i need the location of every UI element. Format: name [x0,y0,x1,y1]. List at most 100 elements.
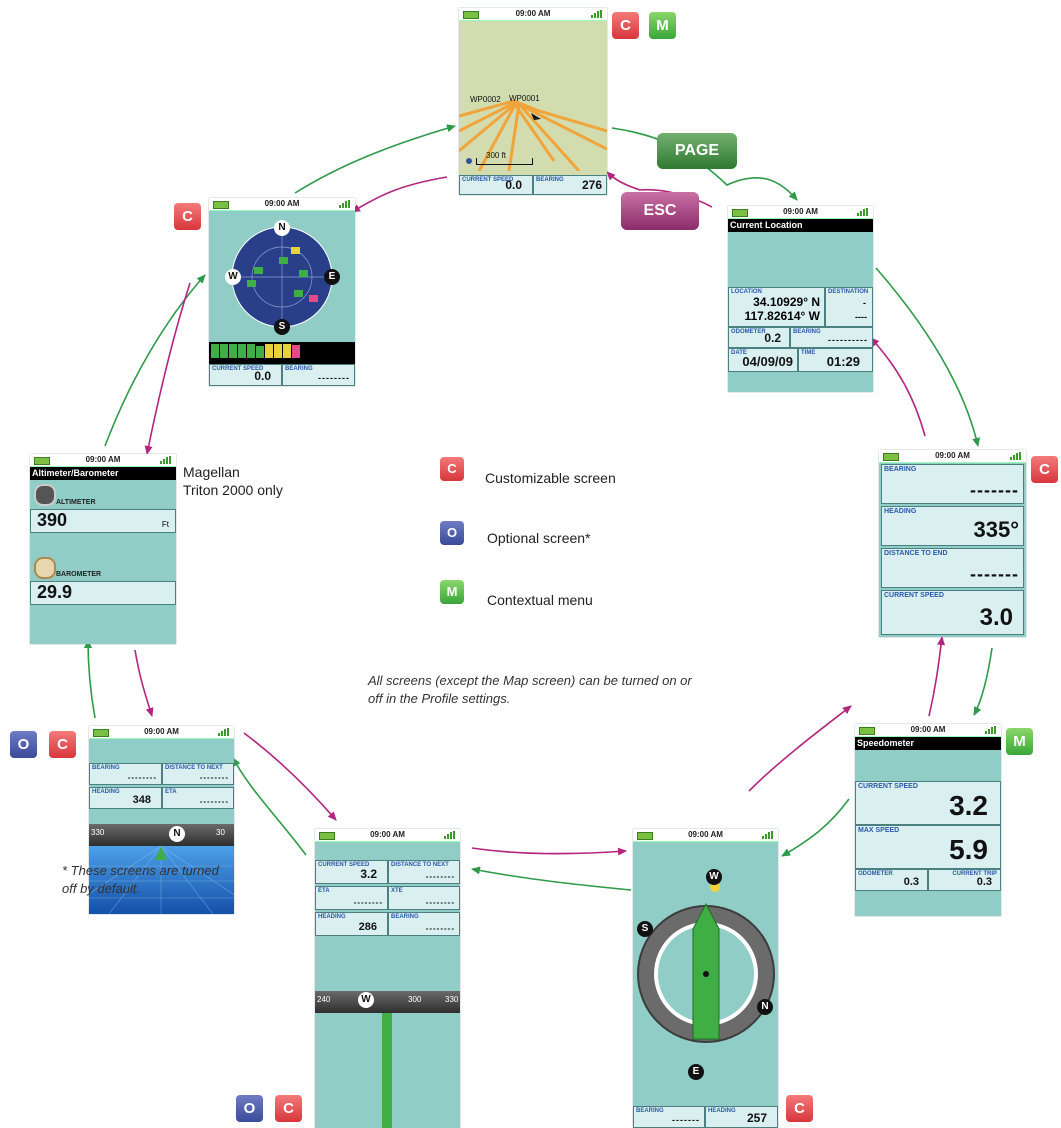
heading-tape [315,991,460,1013]
signal-icon [762,831,774,839]
altimeter-icon [34,484,56,506]
bearing-panel: BEARING---------- [790,327,873,348]
forward-arrow-altimeter-to-satellite [104,274,206,447]
back-arrow-data-to-location [870,337,926,437]
back-arrow-road-to-compass [471,847,627,856]
screen-title: Current Location [728,219,873,232]
compass-dial [637,882,775,1043]
battery-icon [319,832,335,840]
battery-icon [883,453,899,461]
battery-icon [34,457,50,465]
customizable-badge: C [174,203,201,230]
status-bar: 09:00 AM [315,829,460,842]
forward-arrow-road-to-highway [232,757,307,856]
battery-icon [732,209,748,217]
barometer-icon [34,557,56,579]
sky-west-marker: W [225,269,241,285]
forward-arrow-speedometer-to-compass [781,798,850,857]
road-arrow [382,1013,392,1128]
distance-panel: DISTANCE TO NEXT-------- [162,763,234,785]
bearing-panel: BEARING-------- [89,763,162,785]
signal-icon [339,200,351,208]
map-scale-label: 300 ft [486,151,507,160]
tape-direction-marker: N [169,826,185,842]
back-arrow-map-to-satellite [351,176,448,213]
legend-customizable-badge: C [440,457,464,481]
battery-icon [463,11,479,19]
sky-east-marker: E [324,269,340,285]
eta-panel: ETA-------- [162,787,234,809]
optional-badge: O [10,731,37,758]
status-bar: 09:00 AM [728,206,873,219]
customizable-badge: C [1031,456,1058,483]
status-bar: 09:00 AM [89,726,234,739]
esc-button[interactable]: ESC [621,192,699,230]
customizable-badge: C [786,1095,813,1122]
current-location-screen: 09:00 AM Current Location LOCATION 34.10… [728,206,873,392]
sky-south-marker: S [274,319,290,335]
map-scale [476,158,533,165]
bearing-panel: BEARING------- [633,1106,705,1128]
signal-icon [985,726,997,734]
forward-arrow-satellite-to-map [294,124,456,194]
map-screen: 09:00 AM WP0002 WP0001 300 ft CURRENT SP… [459,8,607,195]
legend-optional-text: Optional screen* [487,530,591,546]
destination-panel: DESTINATION - ---- [825,287,873,327]
screen-title: Altimeter/Barometer [30,467,176,480]
xte-panel: XTE-------- [388,886,460,910]
back-arrow-speedometer-to-data [928,636,946,717]
forward-arrow-data-to-speedometer [973,647,993,716]
compass-west-marker: W [706,869,722,885]
compass-north-marker: N [757,999,773,1015]
customizable-badge: C [612,12,639,39]
signal-strength-bars [209,342,355,364]
barometer-panel: 29.9 [30,581,176,605]
status-bar: 09:00 AM [855,724,1001,737]
screen-title: Speedometer [855,737,1001,750]
sky-north-marker: N [274,220,290,236]
back-arrow-altimeter-to-highway [134,649,154,717]
status-bar: 09:00 AM [879,450,1026,463]
compass-east-marker: E [688,1064,704,1080]
signal-icon [857,208,869,216]
distance-panel: DISTANCE TO NEXT-------- [388,860,460,884]
location-panel: LOCATION 34.10929° N 117.82614° W [728,287,825,327]
legend-menu-badge: M [440,580,464,604]
customizable-badge: C [275,1095,302,1122]
signal-icon [444,831,456,839]
highway-grid [89,846,234,914]
forward-arrow-compass-to-road [471,866,632,891]
compass-south-marker: S [637,921,653,937]
status-bar: 09:00 AM [30,454,176,467]
profile-note: All screens (except the Map screen) can … [368,673,692,706]
customizable-badge: C [49,731,76,758]
battery-icon [213,201,229,209]
page-button[interactable]: PAGE [657,133,737,169]
battery-icon [93,729,109,737]
heading-tape [89,824,234,846]
legend-menu-text: Contextual menu [487,592,593,608]
signal-icon [591,10,603,18]
highway-screen: 09:00 AM BEARING-------- DISTANCE TO NEX… [89,726,234,914]
bearing-panel: BEARING------- [881,464,1024,504]
contextual-menu-badge: M [649,12,676,39]
back-arrow-satellite-to-altimeter [144,282,191,455]
legend-optional-badge: O [440,521,464,545]
bearing-panel: BEARING-------- [282,364,355,386]
